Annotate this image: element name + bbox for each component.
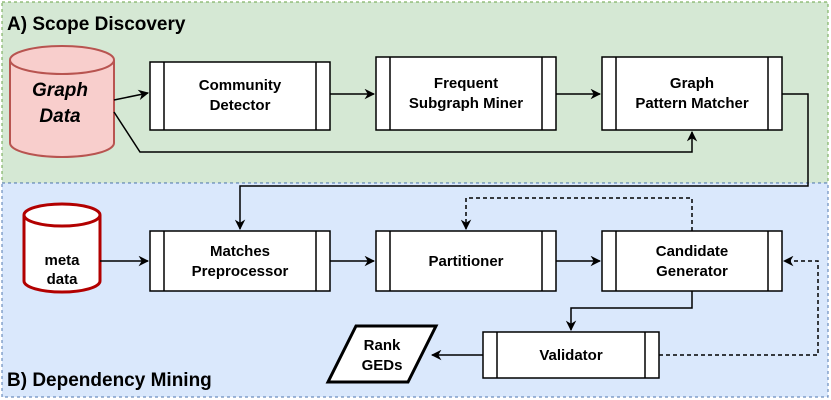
- partitioner-box: Partitioner: [375, 230, 557, 292]
- validator-label: Validator: [539, 347, 603, 364]
- community-detector-label-1: Community: [199, 77, 282, 94]
- rank-geds-label-1: Rank: [364, 337, 401, 354]
- arrow-generator-to-validator: [565, 291, 693, 332]
- candidate-generator-label-2: Generator: [656, 263, 728, 280]
- arrow-validator-to-generator-dashed: [659, 255, 819, 356]
- matches-preprocessor-label-1: Matches: [210, 243, 270, 260]
- scope-discovery-label: A) Scope Discovery: [7, 14, 186, 35]
- meta-data-label-1: meta: [44, 252, 80, 269]
- community-detector-box: Community Detector: [149, 61, 331, 131]
- matches-preprocessor-label-2: Preprocessor: [192, 263, 289, 280]
- rank-geds-output: Rank GEDs: [325, 324, 439, 384]
- graph-data-label-2: Data: [39, 106, 81, 127]
- meta-data-store: meta data: [22, 202, 102, 294]
- graph-data-label-1: Graph: [32, 80, 88, 101]
- frequent-subgraph-miner-label-2: Subgraph Miner: [409, 95, 523, 112]
- arrow-matcher-to-preprocessor: [234, 93, 809, 231]
- candidate-generator-box: Candidate Generator: [601, 230, 783, 292]
- candidate-generator-label-1: Candidate: [656, 243, 729, 260]
- rank-geds-label-2: GEDs: [362, 357, 403, 374]
- validator-box: Validator: [482, 331, 660, 379]
- arrow-generator-to-partitioner-dashed: [460, 197, 693, 231]
- graph-data-store: Graph Data: [9, 45, 115, 158]
- community-detector-label-2: Detector: [210, 97, 271, 114]
- frequent-subgraph-miner-label-1: Frequent: [434, 75, 498, 92]
- meta-data-label-2: data: [47, 271, 79, 288]
- dependency-mining-label: B) Dependency Mining: [7, 370, 212, 391]
- graph-pattern-matcher-box: Graph Pattern Matcher: [601, 56, 783, 131]
- partitioner-label: Partitioner: [428, 253, 503, 270]
- graph-pattern-matcher-label-2: Pattern Matcher: [635, 95, 749, 112]
- arrow-graphdata-to-matcher: [113, 111, 698, 153]
- matches-preprocessor-box: Matches Preprocessor: [149, 230, 331, 292]
- arrow-graphdata-to-community: [113, 89, 150, 101]
- graph-pattern-matcher-label-1: Graph: [670, 75, 714, 92]
- frequent-subgraph-miner-box: Frequent Subgraph Miner: [375, 56, 557, 131]
